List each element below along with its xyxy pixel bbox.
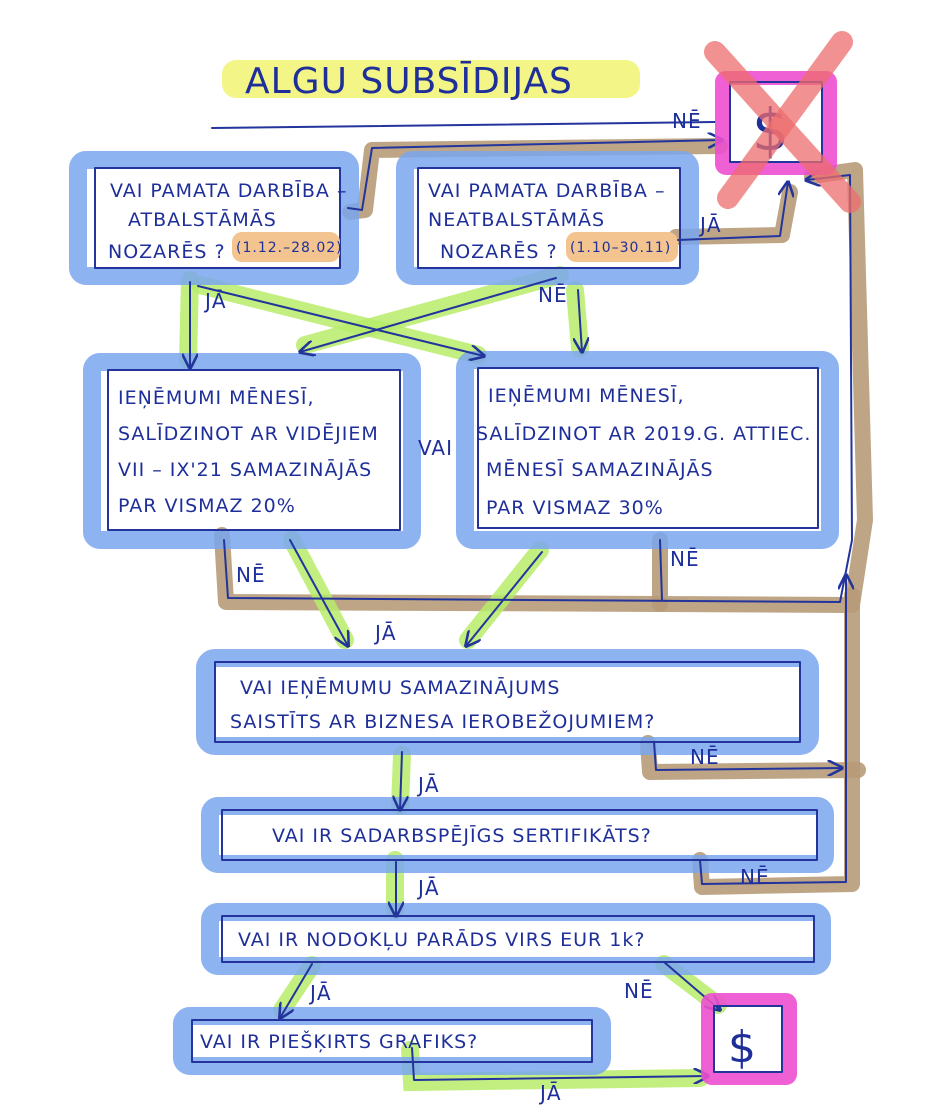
c2-line-1: IEŅĒMUMI MĒNESĪ, — [488, 383, 684, 407]
question-box-neatbalstamas: VAI PAMATA DARBĪBA – NEATBALSTĀMĀS NOZAR… — [396, 151, 699, 285]
q5-text: VAI IR NODOKĻU PARĀDS VIRS EUR 1k? — [238, 927, 645, 951]
question-box-schedule: VAI IR PIEŠĶIRTS GRAFIKS? — [173, 1007, 611, 1075]
no-subsidy-outcome: $ — [704, 31, 861, 213]
c2-line-2: SALĪDZINOT AR 2019.G. ATTIEC. — [476, 421, 811, 445]
dollar-icon: $ — [728, 1022, 757, 1073]
q6-text: VAI IR PIEŠĶIRTS GRAFIKS? — [200, 1029, 478, 1053]
q1-line-3: NOZARĒS ? — [108, 239, 226, 263]
no-label-q1: NĒ — [672, 109, 702, 133]
q1-line-2: ATBALSTĀMĀS — [128, 207, 277, 231]
question-box-tax-debt: VAI IR NODOKĻU PARĀDS VIRS EUR 1k? — [201, 903, 831, 975]
yes-label-q2: JĀ — [698, 213, 722, 237]
q3-line-1: VAI IEŅĒMUMU SAMAZINĀJUMS — [240, 675, 560, 699]
subsidy-outcome: $ — [701, 993, 797, 1085]
question-box-restrictions: VAI IEŅĒMUMU SAMAZINĀJUMS SAISTĪTS AR BI… — [196, 649, 819, 755]
c2-line-4: PAR VISMAZ 30% — [486, 497, 664, 519]
question-box-certificate: VAI IR SADARBSPĒJĪGS SERTIFIKĀTS? — [201, 797, 834, 873]
c1-line-2: SALĪDZINOT AR VIDĒJIEM — [118, 421, 379, 445]
q4-text: VAI IR SADARBSPĒJĪGS SERTIFIKĀTS? — [272, 823, 652, 847]
title-text: ALGU SUBSĪDIJAS — [245, 61, 573, 102]
or-label: VAI — [418, 436, 453, 460]
no-label-q5: NĒ — [624, 979, 654, 1003]
no-label-c2: NĒ — [670, 547, 700, 571]
q1-date-range: (1.12.–28.02) — [236, 240, 343, 256]
c1-line-3: VII – IX'21 SAMAZINĀJĀS — [118, 457, 372, 481]
no-label-c1: NĒ — [236, 563, 266, 587]
q2-line-1: VAI PAMATA DARBĪBA – — [428, 178, 665, 202]
c2-line-3: MĒNESĪ SAMAZINĀJĀS — [486, 457, 714, 481]
condition-box-20-percent: IEŅĒMUMI MĒNESĪ, SALĪDZINOT AR VIDĒJIEM … — [83, 353, 421, 549]
q2-date-range: (1.10–30.11) — [570, 240, 671, 256]
q1-line-1: VAI PAMATA DARBĪBA – — [110, 178, 347, 202]
c1-line-1: IEŅĒMUMI MĒNESĪ, — [118, 385, 314, 409]
title: ALGU SUBSĪDIJAS — [211, 60, 716, 129]
q3-line-2: SAISTĪTS AR BIZNESA IEROBEŽOJUMIEM? — [230, 709, 655, 733]
no-label-q4: NĒ — [740, 865, 770, 889]
question-box-atbalstamas: VAI PAMATA DARBĪBA – ATBALSTĀMĀS NOZARĒS… — [69, 151, 359, 285]
cross-icon — [704, 31, 861, 213]
q2-line-3: NOZARĒS ? — [440, 239, 558, 263]
branch-labels: JĀ NĒ JĀ NĒ NĒ NĒ JĀ NĒ JĀ NĒ JĀ JĀ NĒ J… — [203, 109, 770, 1105]
no-label-q3: NĒ — [690, 745, 720, 769]
condition-box-30-percent: IEŅĒMUMI MĒNESĪ, SALĪDZINOT AR 2019.G. A… — [456, 351, 839, 549]
yes-label-c: JĀ — [373, 621, 397, 645]
yes-label-q4: JĀ — [416, 876, 440, 900]
c1-line-4: PAR VISMAZ 20% — [118, 495, 296, 517]
yes-label-q1: JĀ — [203, 289, 227, 313]
no-label-q2: NĒ — [538, 283, 568, 307]
yes-label-q6: JĀ — [538, 1081, 562, 1105]
q2-line-2: NEATBALSTĀMĀS — [428, 207, 605, 231]
yes-label-q5: JĀ — [308, 981, 332, 1005]
flow-arrows — [190, 140, 852, 1080]
yes-label-q3: JĀ — [416, 773, 440, 797]
